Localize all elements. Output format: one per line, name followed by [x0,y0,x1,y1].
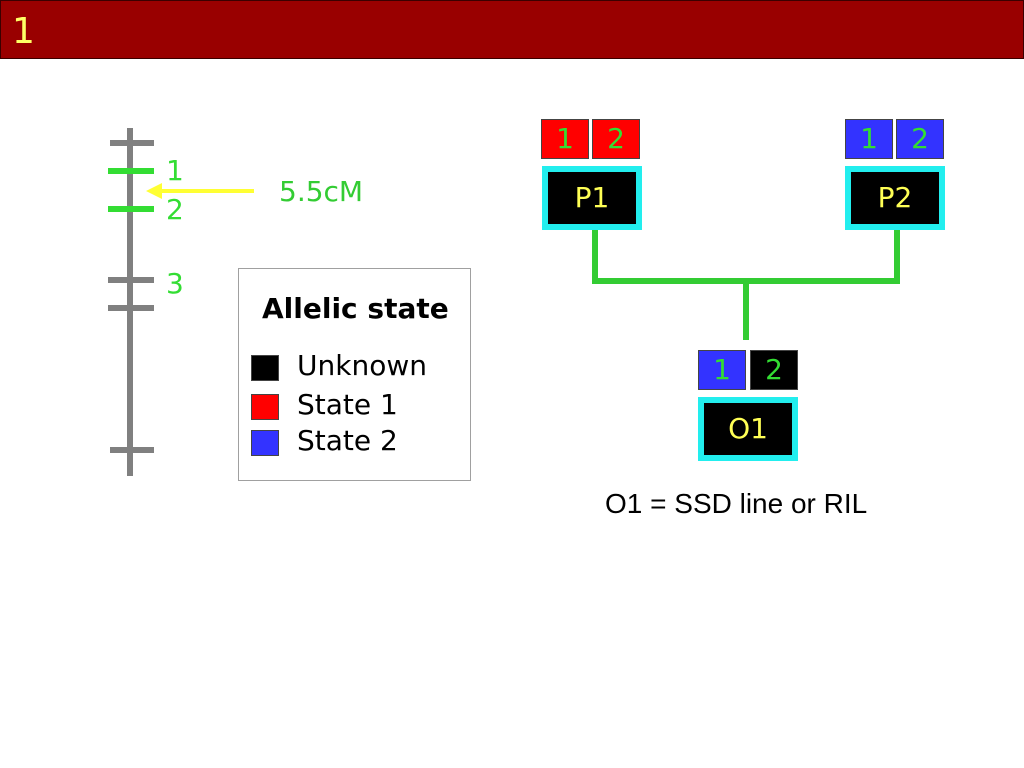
individual-o1-label: O1 [706,405,790,453]
legend-label-state-2: State 2 [297,424,398,457]
distance-label: 5.5cM [279,175,364,208]
legend-box: Allelic state Unknown State 1 State 2 [238,268,471,481]
legend-swatch-unknown [251,355,279,381]
distance-arrow-head [146,183,162,199]
individual-p2: P2 [845,166,945,230]
legend-swatch-state-1 [251,394,279,420]
pedigree-connector [592,230,900,284]
o1-allele-1: 1 [698,350,746,390]
title-bar: 1 [0,0,1024,59]
individual-p1: P1 [542,166,642,230]
legend-label-unknown: Unknown [297,349,427,382]
individual-o1: O1 [698,397,798,461]
marker-label-3: 3 [166,267,184,300]
p2-allele-2: 2 [896,119,944,159]
individual-p1-label: P1 [550,174,634,222]
o1-allele-2: 2 [750,350,798,390]
marker-label-1: 1 [166,154,184,187]
p1-allele-1: 1 [541,119,589,159]
marker-label-2: 2 [166,193,184,226]
legend-label-state-1: State 1 [297,388,398,421]
p1-allele-2: 2 [592,119,640,159]
slide-title: 1 [12,11,35,52]
legend-swatch-state-2 [251,430,279,456]
individual-p2-label: P2 [853,174,937,222]
footnote: O1 = SSD line or RIL [605,488,868,519]
legend-title: Allelic state [262,292,449,325]
p2-allele-1: 1 [845,119,893,159]
